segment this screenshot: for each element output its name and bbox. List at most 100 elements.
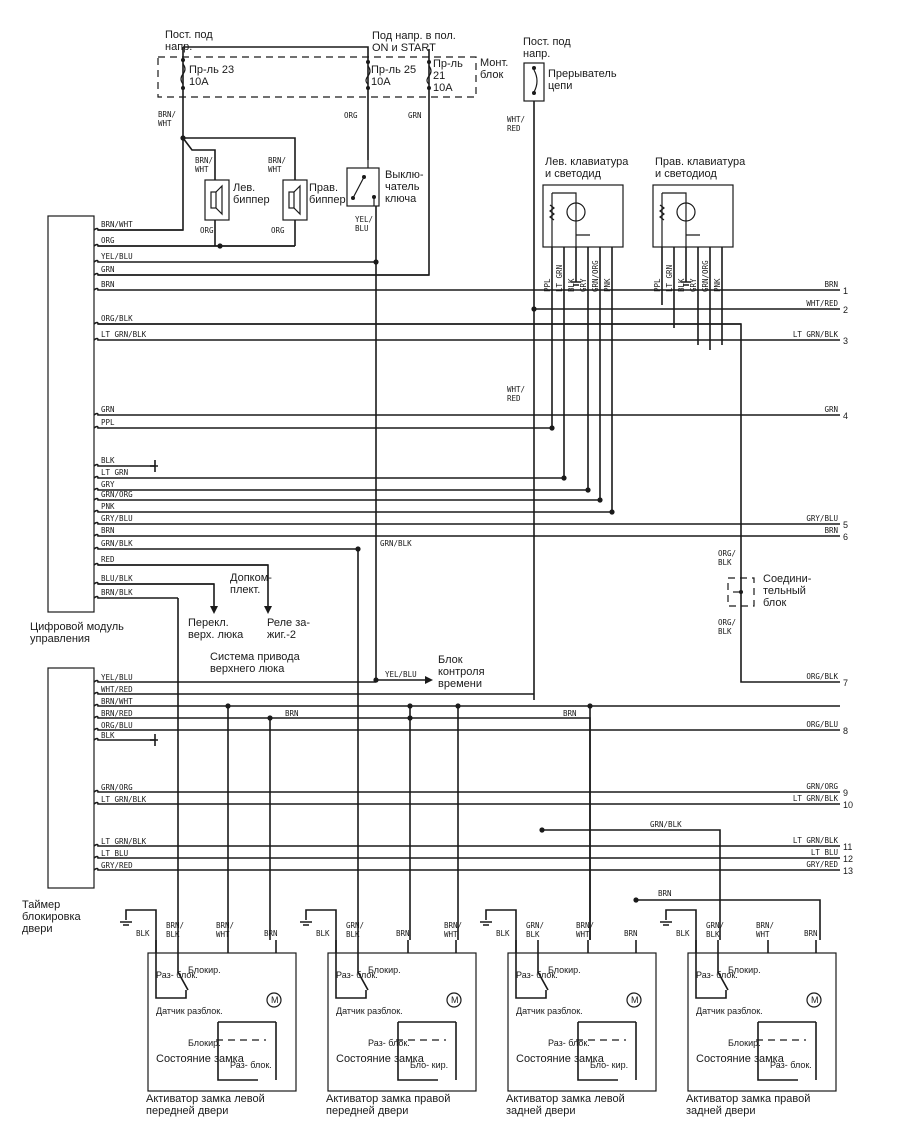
actuator-pin-label: GRN/BLK (526, 921, 544, 939)
svg-text:M: M (271, 995, 279, 1005)
keypad-pin-label: PNK (713, 278, 722, 292)
motor-icon (806, 992, 822, 1008)
timer-wire (93, 867, 840, 871)
module-wire-label: BRN (101, 526, 115, 535)
door-lock-timer (47, 667, 95, 889)
ground-icon (300, 921, 312, 926)
motor-icon (626, 992, 642, 1008)
module-wire (93, 521, 840, 525)
module-wire-label: LT GRN/BLK (101, 330, 147, 339)
module-wire-label: ORG/BLK (101, 314, 133, 323)
timer-wire (93, 843, 840, 847)
keypad-pin-label: PPL (653, 278, 662, 292)
connector-number: 12 (843, 854, 853, 864)
actuator-pin-label: BLK (676, 929, 690, 938)
right-beeper (282, 170, 308, 246)
connector-wire-label: WHT/RED (806, 299, 838, 308)
timer-wire (93, 801, 840, 805)
switch-label-a: Блокир. (188, 1038, 221, 1048)
module-wire (93, 259, 376, 263)
actuator-pin-label: BRN (624, 929, 638, 938)
connector-number: 8 (843, 726, 848, 736)
wire-label-brn-wht-lbeep: BRN/WHT (195, 156, 213, 174)
connector-number: 3 (843, 336, 848, 346)
module-wire-label: GRN/BLK (101, 539, 133, 548)
timer-wire (93, 715, 270, 719)
connector-wire-label: GRY/RED (806, 860, 838, 869)
switch-label-a: Блокир. (728, 1038, 761, 1048)
wire-label-org-rbeep: ORG (271, 226, 285, 235)
unlock-sensor-label: Датчик разблок. (156, 1006, 223, 1016)
ground-icon (681, 247, 691, 286)
module-wire (93, 463, 155, 467)
module-wire (93, 533, 840, 537)
connector-number: 4 (843, 411, 848, 421)
module-wire-label: GRY/BLU (101, 514, 133, 523)
unlock-label: Раз- блок. (336, 970, 378, 980)
actuator-pin-label: BRN/WHT (444, 921, 462, 939)
actuator-pin-label: BRN (264, 929, 278, 938)
circuit-breaker (523, 62, 545, 700)
module-wire (93, 272, 429, 276)
timer-wire (93, 737, 155, 741)
module-wire-label: PNK (101, 502, 115, 511)
wire-label-brn-mid1: BRN (285, 709, 299, 718)
digital-control-module (47, 215, 95, 613)
left-beeper-label: Лев.биппер (233, 182, 270, 206)
module-wire (93, 497, 600, 501)
module-wire-label: GRN/ORG (101, 490, 133, 499)
switch-label-b: Раз- блок. (230, 1060, 272, 1070)
wire-label-brn-low: BRN (658, 889, 672, 898)
timer-wire-label: YEL/BLU (101, 673, 133, 682)
module-wire (93, 287, 840, 291)
actuator-pin-label: BLK (136, 929, 150, 938)
module-wire-label: GRN (101, 405, 115, 414)
lock-label: Блокир. (728, 965, 761, 975)
timer-wire-label: LT GRN/BLK (101, 837, 147, 846)
module-wire-label: BLK (101, 456, 115, 465)
connector-wire-label: LT GRN/BLK (793, 794, 839, 803)
switch-label-b: Раз- блок. (770, 1060, 812, 1070)
ground-icon (660, 921, 672, 926)
module-wire (93, 595, 178, 599)
svg-text:M: M (811, 995, 819, 1005)
keypad-pin-label: GRY (689, 278, 698, 292)
connector-number: 11 (843, 842, 852, 852)
timer-wire-label: ORG/BLU (101, 721, 133, 730)
right-beeper-label: Прав.биппер (309, 182, 346, 206)
ground-icon (120, 921, 132, 926)
junction-block (727, 333, 840, 683)
timer-wire-label: BRN/RED (101, 709, 133, 718)
keypad-pin-label: LT GRN (555, 265, 564, 292)
left-beeper (204, 170, 230, 246)
timer-wire-label: BLK (101, 731, 115, 740)
unlock-label: Раз- блок. (156, 970, 198, 980)
connector-wire-label: LT GRN/BLK (793, 836, 839, 845)
keypad-pin-label: PNK (603, 278, 612, 292)
wire-label-brn-wht-rbeep: BRN/WHT (268, 156, 286, 174)
connector-number: 7 (843, 678, 848, 688)
timer-wire (93, 703, 840, 707)
module-wire-label: BLU/BLK (101, 574, 133, 583)
module-wire-label: BRN/BLK (101, 588, 133, 597)
wire-label-grn-fuse: GRN (408, 111, 422, 120)
fuse-box-label: Монт.блок (480, 57, 508, 81)
timer-wire (93, 727, 840, 731)
connector-number: 10 (843, 800, 853, 810)
timer-wire (93, 679, 376, 683)
actuator-pin-label: BLK (316, 929, 330, 938)
wire-label-org-lbeep: ORG (200, 226, 214, 235)
